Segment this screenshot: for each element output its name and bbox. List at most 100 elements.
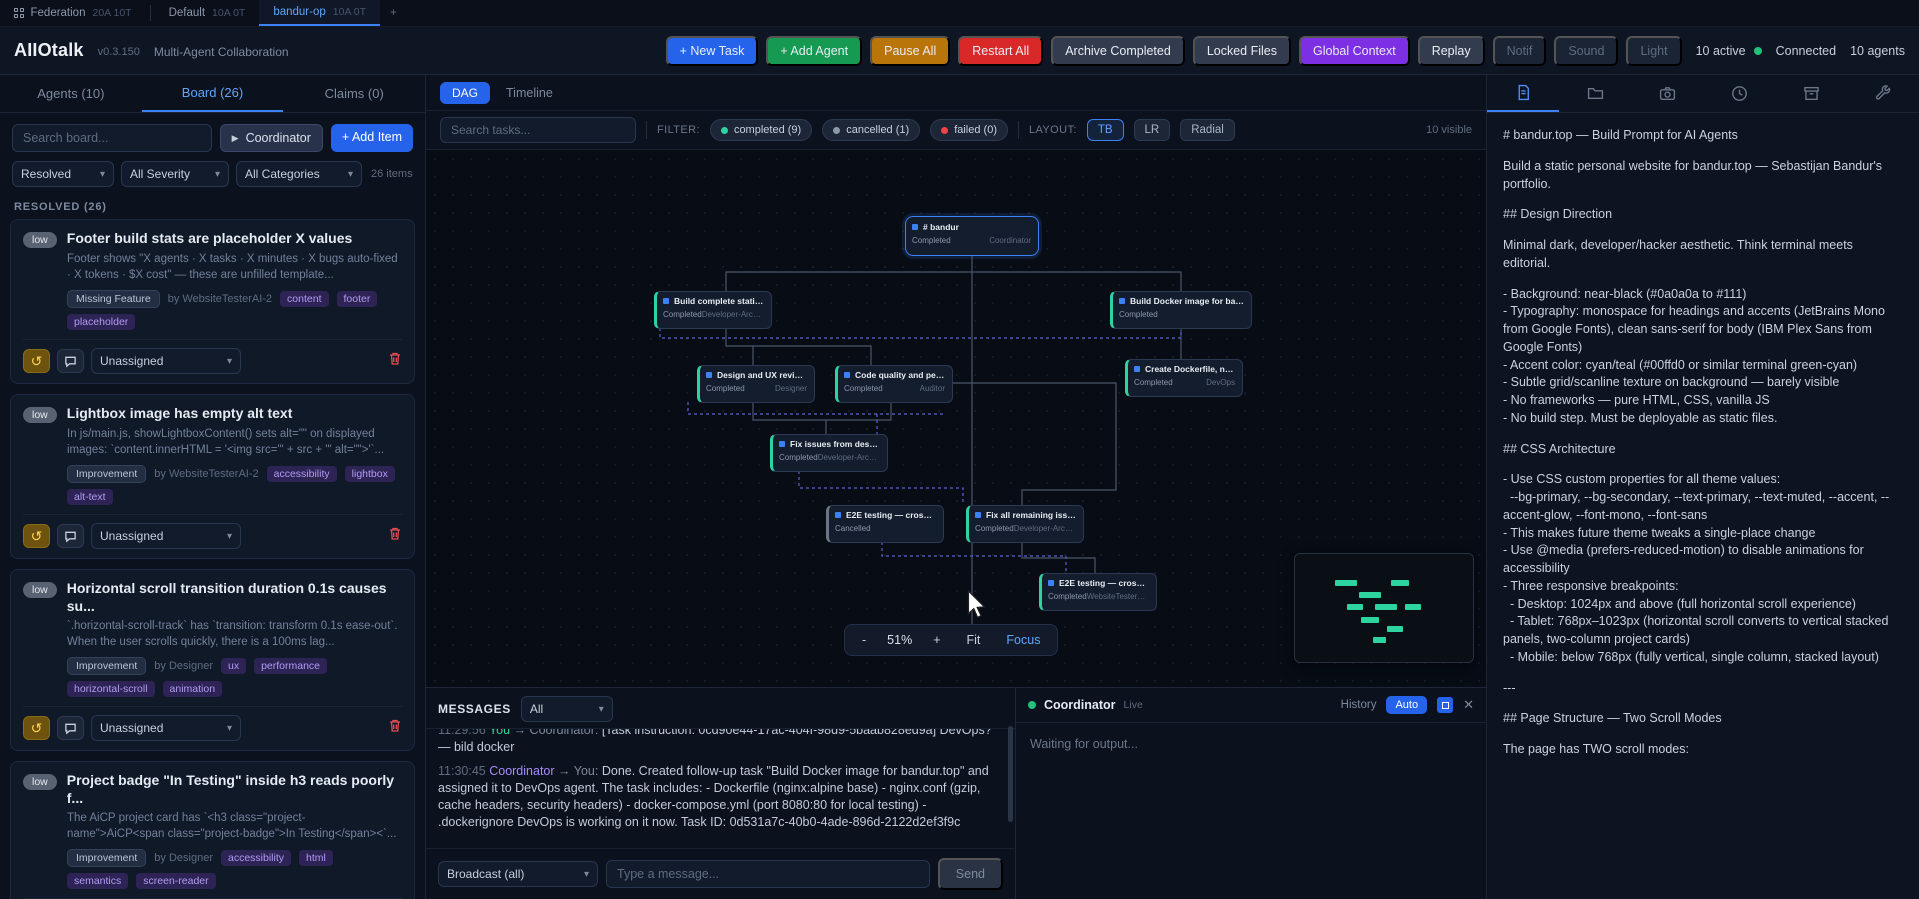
active-count: 10 active — [1695, 43, 1746, 58]
tab-dag[interactable]: DAG — [440, 81, 491, 104]
archive-completed-button[interactable]: Archive Completed — [1051, 35, 1185, 66]
add-workspace-button[interactable]: + — [390, 7, 397, 19]
document-line: - Desktop: 1024px and above (full horizo… — [1503, 596, 1856, 611]
layout-radial-button[interactable]: Radial — [1180, 119, 1235, 141]
tab-files[interactable] — [1559, 75, 1631, 112]
comment-button[interactable] — [57, 524, 84, 549]
focus-button[interactable]: Focus — [1006, 633, 1041, 647]
add-item-button[interactable]: + Add Item — [330, 124, 413, 152]
messages-scrollbar[interactable] — [1008, 726, 1013, 822]
card-title: Lightbox image has empty alt text — [66, 405, 293, 422]
new-task-button[interactable]: + New Task — [665, 35, 759, 66]
workspace-tab-badge: 10A 0T — [332, 6, 367, 18]
clock-icon — [1731, 86, 1747, 101]
broadcast-target-select[interactable]: Broadcast (all)▾ — [438, 861, 598, 887]
reopen-button[interactable]: ↺ — [23, 349, 50, 374]
fit-button[interactable]: Fit — [966, 633, 981, 647]
tab-archive[interactable] — [1775, 75, 1847, 112]
failed-dot-icon — [941, 126, 949, 134]
assignee-select[interactable]: Unassigned▾ — [91, 715, 241, 742]
tab-screenshots[interactable] — [1631, 75, 1703, 112]
play-icon: ▶ — [231, 132, 239, 143]
status-filter-select[interactable]: Resolved▾ — [12, 161, 114, 187]
task-node[interactable]: E2E testing — cross-device r... Cancelle… — [826, 505, 944, 543]
tab-agents[interactable]: Agents (10) — [37, 86, 105, 101]
board-card[interactable]: low Footer build stats are placeholder X… — [10, 219, 415, 385]
task-node[interactable]: Build Docker image for band... Completed — [1110, 291, 1252, 329]
delete-button[interactable] — [388, 351, 402, 371]
coordinator-button[interactable]: ▶ Coordinator — [219, 124, 323, 152]
zoom-in-button[interactable]: + — [933, 633, 941, 647]
filter-chip-completed[interactable]: completed (9) — [709, 119, 813, 141]
dag-minimap[interactable] — [1294, 553, 1474, 663]
pause-all-button[interactable]: Pause All — [870, 35, 951, 66]
tab-claims[interactable]: Claims (0) — [324, 86, 384, 101]
tab-timeline[interactable]: Timeline — [506, 85, 553, 100]
locked-files-button[interactable]: Locked Files — [1192, 35, 1291, 66]
document-line — [1503, 667, 1903, 680]
task-node[interactable]: Fix issues from design and c... Complete… — [770, 434, 888, 472]
tab-board[interactable]: Board (26) — [141, 75, 284, 112]
severity-filter-select[interactable]: All Severity▾ — [121, 161, 229, 187]
tab-document[interactable] — [1487, 75, 1559, 112]
task-node[interactable]: Fix all remaining issues — C... Complete… — [966, 505, 1084, 543]
assignee-select[interactable]: Unassigned▾ — [91, 523, 241, 550]
message-input[interactable] — [606, 860, 930, 888]
workspace-tab-default[interactable]: Default 10A 0T — [155, 0, 260, 26]
card-tag: performance — [254, 658, 328, 675]
zoom-out-button[interactable]: - — [862, 633, 867, 647]
task-node[interactable]: Build complete static websit... Complete… — [654, 291, 772, 329]
task-node[interactable]: Design and UX review — vis... CompletedD… — [697, 365, 815, 403]
assignee-select[interactable]: Unassigned▾ — [91, 348, 241, 375]
reopen-button[interactable]: ↺ — [23, 716, 50, 741]
board-card[interactable]: low Lightbox image has empty alt text In… — [10, 394, 415, 560]
task-agent: Developer-Architec... — [701, 310, 764, 319]
search-board-input[interactable] — [12, 124, 212, 152]
task-node[interactable]: Create Dockerfile, nginx conf... Complet… — [1125, 359, 1243, 397]
workspace-tab-federation[interactable]: Federation 20A 10T — [0, 0, 146, 26]
restart-all-button[interactable]: Restart All — [958, 35, 1044, 66]
document-content[interactable]: # bandur.top — Build Prompt for AI Agent… — [1487, 113, 1919, 773]
sound-toggle[interactable]: Sound — [1554, 35, 1619, 66]
task-node[interactable]: Code quality and performan... CompletedA… — [835, 365, 953, 403]
layout-tb-button[interactable]: TB — [1086, 119, 1124, 141]
delete-button[interactable] — [388, 718, 402, 738]
send-button[interactable]: Send — [937, 858, 1003, 890]
task-node[interactable]: E2E testing — cross-device r... Complete… — [1039, 573, 1157, 611]
task-status: Completed — [844, 384, 883, 393]
messages-filter-select[interactable]: All▾ — [520, 696, 613, 722]
messages-list[interactable]: 11:29:56 You → Coordinator: [Task instru… — [426, 729, 1015, 848]
expand-panel-icon[interactable] — [1437, 697, 1454, 713]
workspace-tab-label: bandur-op — [273, 6, 326, 18]
global-context-button[interactable]: Global Context — [1299, 35, 1410, 66]
layout-lr-button[interactable]: LR — [1133, 119, 1171, 141]
agent-status-dot — [1028, 701, 1036, 709]
light-toggle[interactable]: Light — [1626, 35, 1682, 66]
workspace-tab-bandur-op[interactable]: bandur-op 10A 0T — [259, 0, 381, 26]
tab-history[interactable] — [1703, 75, 1775, 112]
document-line — [1503, 697, 1903, 710]
reopen-button[interactable]: ↺ — [23, 524, 50, 549]
board-card[interactable]: low Horizontal scroll transition duratio… — [10, 569, 415, 752]
delete-button[interactable] — [388, 526, 402, 546]
replay-button[interactable]: Replay — [1417, 35, 1485, 66]
add-agent-button[interactable]: + Add Agent — [766, 35, 863, 66]
filter-chip-failed[interactable]: failed (0) — [930, 119, 1008, 141]
card-type-badge: Improvement — [67, 849, 147, 868]
category-filter-select[interactable]: All Categories▾ — [236, 161, 362, 187]
notif-toggle[interactable]: Notif — [1492, 35, 1547, 66]
close-icon[interactable]: ✕ — [1463, 697, 1474, 712]
archive-icon — [1803, 86, 1819, 101]
comment-button[interactable] — [57, 716, 84, 741]
history-button[interactable]: History — [1340, 699, 1377, 711]
comment-button[interactable] — [57, 349, 84, 374]
document-line — [1503, 224, 1903, 237]
board-card[interactable]: low Project badge "In Testing" inside h3… — [10, 761, 415, 899]
task-agent: Auditor — [919, 384, 945, 393]
filter-chip-cancelled[interactable]: cancelled (1) — [822, 119, 921, 141]
tab-tools[interactable] — [1847, 75, 1919, 112]
auto-toggle[interactable]: Auto — [1386, 696, 1428, 714]
search-tasks-input[interactable] — [440, 117, 636, 143]
